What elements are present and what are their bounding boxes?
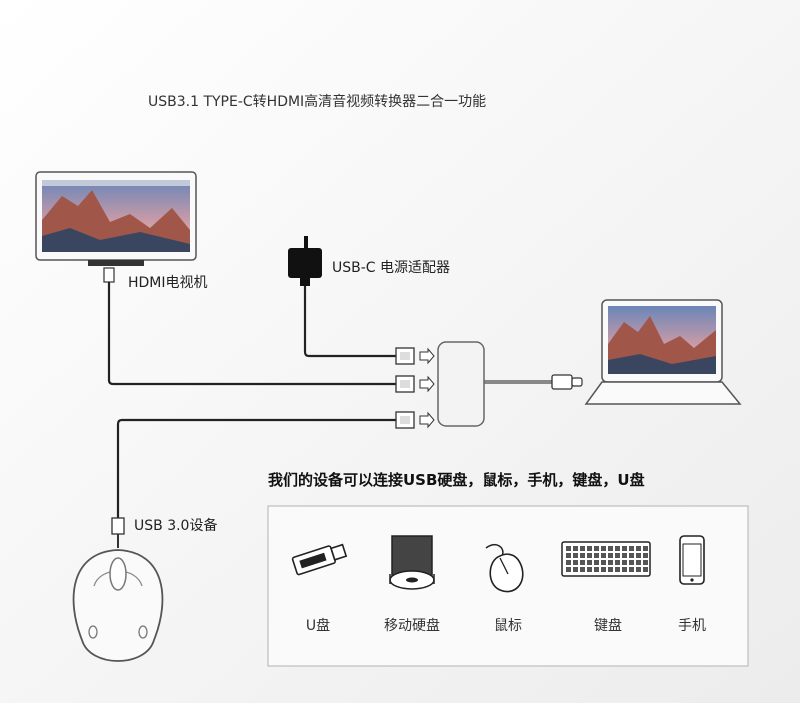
keyboard-key <box>573 553 578 558</box>
usb-flash-drive-icon <box>291 543 348 576</box>
device-label-keyboard: 键盘 <box>594 617 622 634</box>
keyboard-key <box>615 553 620 558</box>
keyboard-key <box>608 567 613 572</box>
page-title: USB3.1 TYPE-C转HDMI高清音视频转换器二合一功能 <box>148 93 486 110</box>
mouse-icon <box>485 544 524 593</box>
cables <box>107 282 552 518</box>
keyboard-key <box>643 560 648 565</box>
keyboard-key <box>622 553 627 558</box>
keyboard-key <box>601 567 606 572</box>
phone-icon <box>679 535 705 585</box>
keyboard-key <box>587 560 592 565</box>
usb-c-plug-icon <box>551 374 583 390</box>
keyboard-key <box>601 560 606 565</box>
external-hard-drive-icon <box>389 535 435 590</box>
keyboard-key <box>622 560 627 565</box>
keyboard-key <box>636 560 641 565</box>
keyboard-key <box>643 553 648 558</box>
keyboard-key <box>573 567 578 572</box>
keyboard-key <box>622 546 627 551</box>
keyboard-key <box>580 553 585 558</box>
keyboard-key <box>643 546 648 551</box>
keyboard-key <box>580 567 585 572</box>
keyboard-key <box>622 567 627 572</box>
keyboard-key <box>601 546 606 551</box>
keyboard-key <box>643 567 648 572</box>
usb3-device-label: USB 3.0设备 <box>134 517 217 534</box>
keyboard-key <box>608 560 613 565</box>
keyboard-key <box>615 546 620 551</box>
keyboard-key <box>566 567 571 572</box>
keyboard-key <box>580 560 585 565</box>
device-label-usb-drive: U盘 <box>306 617 330 634</box>
device-label-phone: 手机 <box>678 618 706 634</box>
keyboard-key <box>580 546 585 551</box>
keyboard-key <box>594 560 599 565</box>
keyboard-key <box>629 560 634 565</box>
keyboard-key <box>636 567 641 572</box>
keyboard-key <box>608 553 613 558</box>
power-adapter-icon <box>288 236 322 286</box>
keyboard-key <box>587 546 592 551</box>
keyboard-key <box>573 560 578 565</box>
keyboard-key <box>594 553 599 558</box>
keyboard-key <box>587 553 592 558</box>
keyboard-icon <box>561 541 651 577</box>
hdmi-tv-icon <box>35 171 197 266</box>
keyboard-key <box>587 567 592 572</box>
keyboard-key <box>601 553 606 558</box>
keyboard-key <box>615 560 620 565</box>
devices-heading: 我们的设备可以连接USB硬盘，鼠标，手机，键盘，U盘 <box>268 471 645 489</box>
hub-adapter <box>437 341 485 427</box>
device-label-mouse: 鼠标 <box>494 618 522 634</box>
keyboard-key <box>636 553 641 558</box>
keyboard-key <box>573 546 578 551</box>
keyboard-key <box>608 546 613 551</box>
keyboard-key <box>629 567 634 572</box>
laptop-icon <box>584 299 742 405</box>
keyboard-key <box>594 567 599 572</box>
keyboard-key <box>636 546 641 551</box>
insert-arrows <box>419 347 435 429</box>
mouse-device-icon <box>72 517 164 662</box>
keyboard-key <box>594 546 599 551</box>
keyboard-key <box>566 560 571 565</box>
hdmi-tv-label: HDMI电视机 <box>128 275 208 291</box>
usb-c-power-label: USB-C 电源适配器 <box>332 260 450 276</box>
keyboard-key <box>629 553 634 558</box>
hub-connectors <box>395 347 415 429</box>
keyboard-key <box>566 553 571 558</box>
keyboard-key <box>629 546 634 551</box>
device-label-hard-drive: 移动硬盘 <box>384 617 440 634</box>
hdmi-plug-icon <box>103 267 115 283</box>
keyboard-key <box>615 567 620 572</box>
keyboard-key <box>566 546 571 551</box>
